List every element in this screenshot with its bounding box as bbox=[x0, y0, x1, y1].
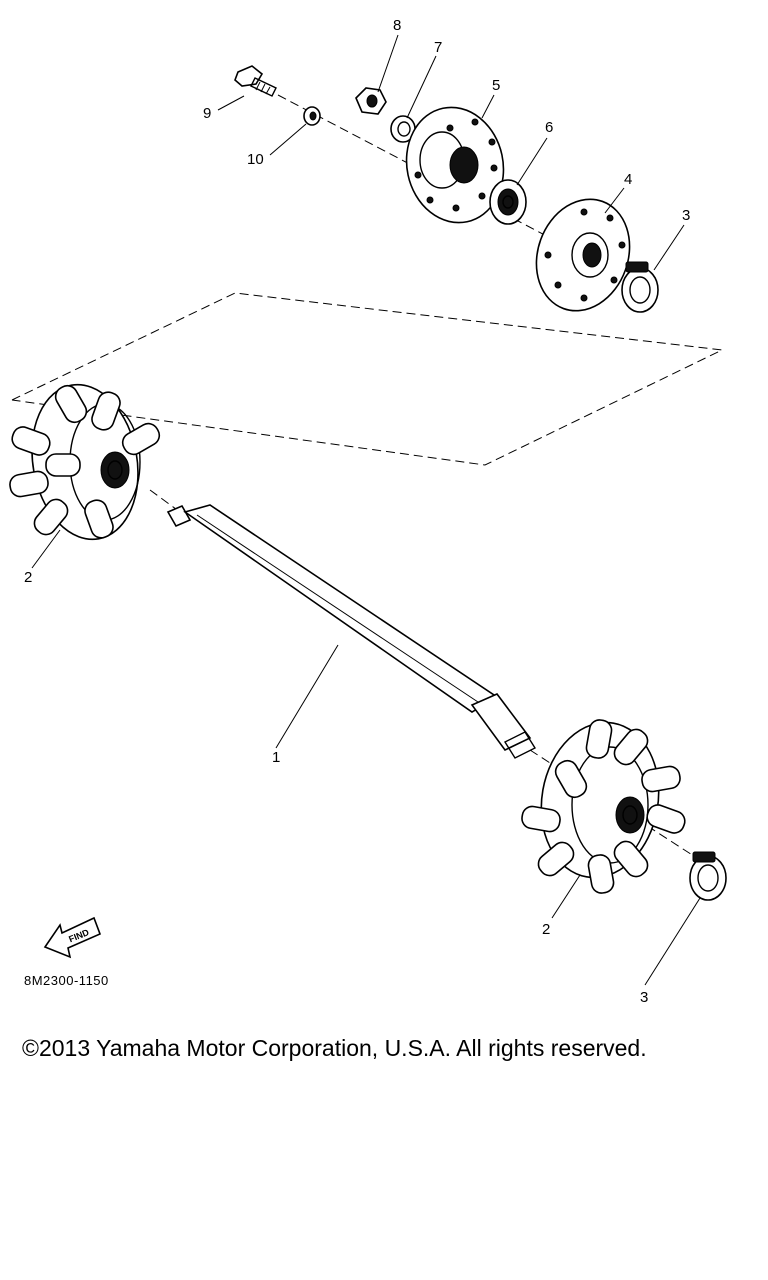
find-arrow-icon: FIND bbox=[43, 916, 102, 959]
exploded-parts-diagram: 8 7 5 6 4 3 9 10 2 1 2 3 FIND bbox=[9, 17, 727, 1006]
copyright-text: ©2013 Yamaha Motor Corporation, U.S.A. A… bbox=[22, 1035, 647, 1061]
clamp-part-3-top bbox=[621, 261, 659, 313]
flange-part-5 bbox=[405, 106, 505, 224]
callout-8: 8 bbox=[393, 17, 401, 34]
callout-2-left: 2 bbox=[24, 569, 32, 586]
callout-3-top: 3 bbox=[682, 207, 690, 224]
clamp-part-3-bottom bbox=[689, 851, 727, 901]
leader-lines bbox=[31, 34, 701, 986]
callout-9: 9 bbox=[203, 105, 211, 122]
callout-6: 6 bbox=[545, 119, 553, 136]
collar-part-10 bbox=[303, 106, 321, 126]
callout-3-bottom: 3 bbox=[640, 989, 648, 1006]
callout-7: 7 bbox=[434, 39, 442, 56]
plate-part-4 bbox=[535, 198, 631, 312]
callout-1: 1 bbox=[272, 749, 280, 766]
callout-10: 10 bbox=[247, 151, 264, 168]
sprocket-part-2-left bbox=[9, 383, 161, 541]
washer-part-7 bbox=[390, 115, 416, 143]
bolt-part-9 bbox=[234, 65, 277, 97]
shaft-part-1 bbox=[166, 504, 537, 759]
part-code: 8M2300-1150 bbox=[24, 973, 109, 988]
callout-5: 5 bbox=[492, 77, 500, 94]
nut-part-8 bbox=[355, 87, 387, 115]
bearing-part-6 bbox=[489, 179, 527, 225]
callout-2-right: 2 bbox=[542, 921, 550, 938]
sprocket-part-2-right bbox=[521, 719, 686, 894]
callout-4: 4 bbox=[624, 171, 632, 188]
callout-labels: 8 7 5 6 4 3 9 10 2 1 2 3 bbox=[24, 17, 690, 1006]
